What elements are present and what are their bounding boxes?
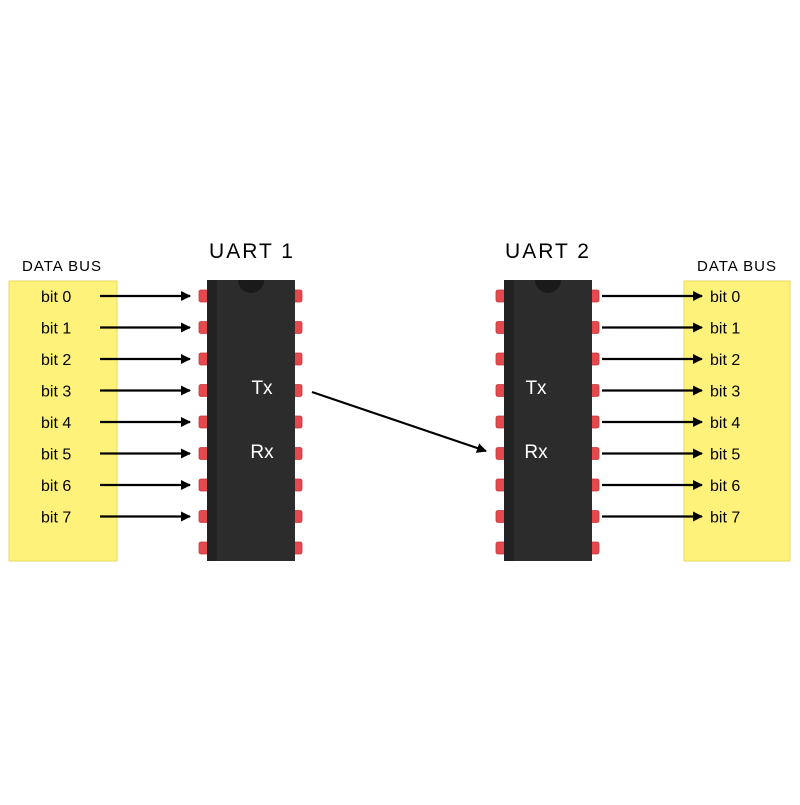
uart1-body-shade bbox=[207, 280, 217, 561]
right-bit-label-7: bit 7 bbox=[710, 510, 740, 527]
uart1-body bbox=[207, 280, 295, 561]
right-bit-label-5: bit 5 bbox=[710, 447, 740, 464]
uart2-tx-label: Tx bbox=[525, 378, 547, 399]
right-bit-label-1: bit 1 bbox=[710, 321, 740, 338]
uart2-notch bbox=[535, 280, 561, 293]
uart1-title: UART 1 bbox=[209, 240, 295, 263]
left-bit-label-1: bit 1 bbox=[41, 321, 71, 338]
right-bit-label-2: bit 2 bbox=[710, 352, 740, 369]
tx-to-rx-arrow bbox=[311, 390, 487, 453]
left-bit-label-5: bit 5 bbox=[41, 447, 71, 464]
uart1-chip: UART 1 Tx Rx bbox=[198, 240, 303, 561]
left-bit-label-0: bit 0 bbox=[41, 289, 71, 306]
uart2-body bbox=[504, 280, 592, 561]
uart2-chip: UART 2 Tx Rx bbox=[495, 240, 600, 561]
uart1-rx-label: Rx bbox=[250, 442, 274, 463]
uart2-body-shade bbox=[504, 280, 514, 561]
left-bit-label-6: bit 6 bbox=[41, 478, 71, 495]
uart2-rx-label: Rx bbox=[524, 442, 548, 463]
right-bit-label-6: bit 6 bbox=[710, 478, 740, 495]
uart1-tx-label: Tx bbox=[251, 378, 273, 399]
uart2-title: UART 2 bbox=[505, 240, 591, 263]
left-bit-label-3: bit 3 bbox=[41, 384, 71, 401]
left-data-bus-label: DATA BUS bbox=[22, 258, 102, 275]
right-bit-label-0: bit 0 bbox=[710, 289, 740, 306]
right-data-bus-label: DATA BUS bbox=[697, 258, 777, 275]
right-bit-label-4: bit 4 bbox=[710, 415, 740, 432]
left-bit-label-2: bit 2 bbox=[41, 352, 71, 369]
left-bit-label-4: bit 4 bbox=[41, 415, 71, 432]
uart1-notch bbox=[238, 280, 264, 293]
right-bit-label-3: bit 3 bbox=[710, 384, 740, 401]
left-bit-label-7: bit 7 bbox=[41, 510, 71, 527]
